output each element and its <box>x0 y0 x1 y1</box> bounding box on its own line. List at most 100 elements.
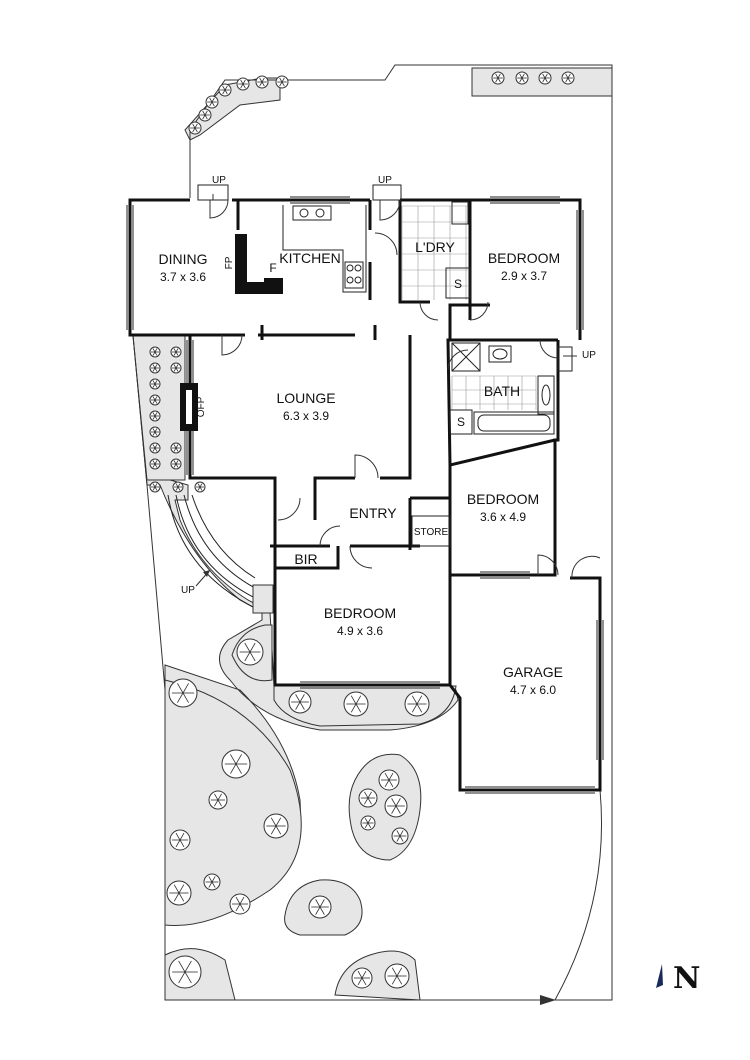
tree-icon <box>263 813 289 839</box>
up-label-steps: UP <box>181 585 195 596</box>
room-name-entry: ENTRY <box>349 505 397 521</box>
tree-icon <box>170 458 182 470</box>
tree-icon <box>236 638 264 666</box>
room-name-bedroom-2: BEDROOM <box>467 491 539 507</box>
curved-steps <box>167 494 274 614</box>
cooktop-icon <box>344 261 364 289</box>
tree-icon <box>149 378 161 390</box>
room-name-lounge: LOUNGE <box>276 390 335 406</box>
outdoor-fireplace <box>180 383 198 431</box>
tree-icon <box>149 458 161 470</box>
tree-icon <box>169 829 191 851</box>
room-name-garage: GARAGE <box>503 664 563 680</box>
tree-icon <box>149 481 161 493</box>
tree-icon <box>391 827 409 845</box>
tree-icon <box>198 108 212 122</box>
bath-tub-icon <box>473 411 555 435</box>
up-label-dining: UP <box>212 175 226 186</box>
tree-icon <box>384 794 408 818</box>
tree-icon <box>229 893 251 915</box>
room-name-bedroom-3: BEDROOM <box>324 605 396 621</box>
doors <box>209 199 601 579</box>
shower-icon <box>445 267 471 299</box>
tree-icon <box>384 963 410 989</box>
room-dims-bedroom-3: 4.9 x 3.6 <box>337 624 383 638</box>
tree-icon <box>149 394 161 406</box>
tree-icon <box>360 815 376 831</box>
tree-icon <box>378 769 400 791</box>
tree-icon <box>149 346 161 358</box>
tree-icon <box>343 691 369 717</box>
tree-icon <box>515 71 529 85</box>
tree-icon <box>194 481 206 493</box>
north-label: N <box>673 961 700 996</box>
vanity-icon <box>537 375 555 415</box>
garden <box>132 67 613 1001</box>
tree-icon <box>255 75 269 89</box>
up-label-bath: UP <box>582 350 596 361</box>
room-labels: DINING 3.7 x 3.6 KITCHEN L'DRY BEDROOM 2… <box>159 239 563 697</box>
tree-icon <box>221 749 251 779</box>
tree-icon <box>538 71 552 85</box>
room-dims-lounge: 6.3 x 3.9 <box>283 409 329 423</box>
bath-shower-icon <box>449 409 473 435</box>
store-box <box>411 515 451 547</box>
room-dims-bedroom-2: 3.6 x 4.9 <box>480 510 526 524</box>
tree-icon <box>149 410 161 422</box>
north-arrow-icon <box>656 964 663 988</box>
fireplace-label: FP <box>224 256 235 269</box>
room-name-laundry: L'DRY <box>415 239 455 255</box>
tree-icon <box>208 790 228 810</box>
tree-icon <box>236 77 250 91</box>
tree-icon <box>149 362 161 374</box>
trough-icon <box>451 201 469 225</box>
fixture-labels: FP F OFP S S <box>196 256 465 429</box>
kitchen-fixtures <box>282 205 367 293</box>
up-markers: UP UP UP UP <box>181 175 596 596</box>
tree-icon <box>168 678 198 708</box>
tree-icon <box>358 788 378 808</box>
trees <box>149 71 575 989</box>
tree-icon <box>205 95 219 109</box>
tree-icon <box>188 121 202 135</box>
tree-icon <box>166 880 192 906</box>
fridge-label: F <box>269 261 276 275</box>
tree-icon <box>170 346 182 358</box>
room-name-store: STORE <box>414 527 449 538</box>
garden-left-strip <box>132 335 186 481</box>
room-name-bir: BIR <box>294 551 317 567</box>
tree-icon <box>168 955 202 989</box>
interior-walls <box>190 200 558 575</box>
tree-icon <box>149 426 161 438</box>
tree-icon <box>170 442 182 454</box>
room-dims-bedroom-1: 2.9 x 3.7 <box>501 269 547 283</box>
garden-lawn-bed <box>164 679 302 927</box>
tree-icon <box>218 83 232 97</box>
dining-fireplace <box>235 234 283 294</box>
room-dims-garage: 4.7 x 6.0 <box>510 683 556 697</box>
sink-icon <box>292 205 332 221</box>
tree-icon <box>149 442 161 454</box>
tree-icon <box>351 967 373 989</box>
room-name-kitchen: KITCHEN <box>279 250 340 266</box>
tree-icon <box>288 690 312 714</box>
bathroom-fixtures <box>449 342 555 435</box>
room-name-bedroom-1: BEDROOM <box>488 250 560 266</box>
tree-icon <box>404 691 430 717</box>
room-dims-dining: 3.7 x 3.6 <box>160 270 206 284</box>
laundry-shower-label: S <box>454 277 462 291</box>
tree-icon <box>170 362 182 374</box>
tree-icon <box>561 71 575 85</box>
tree-icon <box>203 873 221 891</box>
outdoor-fireplace-label: OFP <box>196 396 207 417</box>
laundry-fixtures <box>401 201 471 300</box>
room-name-bath: BATH <box>484 383 520 399</box>
up-label-laundry: UP <box>378 175 392 186</box>
tree-icon <box>308 895 332 919</box>
tree-icon <box>172 481 184 493</box>
room-name-dining: DINING <box>159 251 208 267</box>
north-arrow: N <box>656 961 700 996</box>
tree-icon <box>491 71 505 85</box>
bath-shower-label: S <box>457 415 465 429</box>
